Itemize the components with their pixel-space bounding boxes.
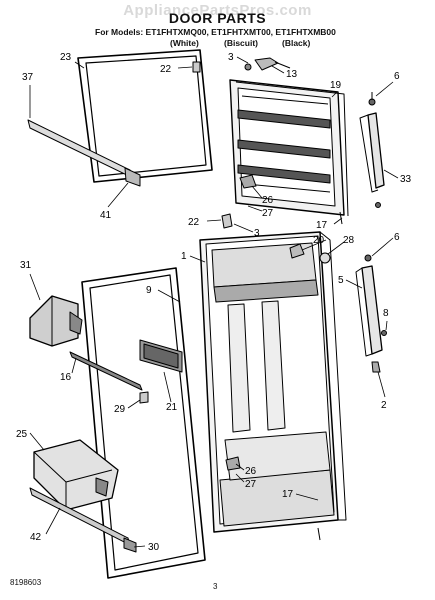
callout-28: 28 xyxy=(343,235,355,246)
callout-22-mid: 22 xyxy=(188,217,200,228)
callout-2: 2 xyxy=(381,400,387,411)
watermark: AppliancePartsPros.com xyxy=(123,2,312,19)
callout-9: 9 xyxy=(146,285,152,296)
color-white: (White) xyxy=(170,38,199,48)
callout-42: 42 xyxy=(30,532,42,543)
clip xyxy=(139,391,149,404)
callout-8: 8 xyxy=(383,308,389,319)
page-number: 3 xyxy=(213,582,218,591)
refrigerator-gasket xyxy=(81,267,206,579)
callout-5: 5 xyxy=(338,275,344,286)
door-bin xyxy=(33,439,119,511)
page-title: DOOR PARTS xyxy=(168,10,267,26)
callout-20: 20 xyxy=(313,235,325,246)
freezer-door xyxy=(229,79,349,217)
color-black: (Black) xyxy=(282,38,311,48)
freezer-gasket xyxy=(77,49,213,183)
models-line: For Models: ET1FHTXMQ00, ET1FHTXMT00, ET… xyxy=(95,27,336,37)
callout-26-bottom: 26 xyxy=(245,466,257,477)
callout-26-top: 26 xyxy=(262,195,274,206)
callout-17-top: 17 xyxy=(316,220,328,231)
callout-16: 16 xyxy=(60,372,72,383)
callout-33: 33 xyxy=(400,174,412,185)
callout-22-top: 22 xyxy=(160,64,172,75)
callout-27-bottom: 27 xyxy=(245,479,257,490)
door-bar xyxy=(69,351,143,391)
freezer-handle xyxy=(359,92,385,208)
leader-lines xyxy=(29,56,399,548)
lower-handle xyxy=(355,254,387,373)
freezer-shelf-bar xyxy=(27,119,141,187)
callout-25: 25 xyxy=(16,429,28,440)
callout-17-bottom: 17 xyxy=(282,489,294,500)
callout-41: 41 xyxy=(100,210,112,221)
callout-21: 21 xyxy=(166,402,178,413)
refrigerator-door xyxy=(199,231,347,533)
color-biscuit: (Biscuit) xyxy=(224,38,258,48)
callout-6-mid: 6 xyxy=(394,232,400,243)
callout-3-top: 3 xyxy=(228,52,234,63)
callout-6-top: 6 xyxy=(394,71,400,82)
shelf-trim xyxy=(139,339,183,373)
callout-1: 1 xyxy=(181,251,187,262)
footer-code: 8198603 xyxy=(10,578,42,587)
top-hinge-parts xyxy=(192,57,291,73)
callout-3-mid: 3 xyxy=(254,228,260,239)
callout-27-top: 27 xyxy=(262,208,274,219)
callout-37: 37 xyxy=(22,72,34,83)
callout-29: 29 xyxy=(114,404,126,415)
dairy-door xyxy=(29,295,83,347)
callout-labels: 37 23 22 3 13 19 6 41 26 27 33 22 3 17 2… xyxy=(16,52,412,553)
callout-23: 23 xyxy=(60,52,72,63)
callout-19: 19 xyxy=(330,80,342,91)
callout-13: 13 xyxy=(286,69,298,80)
bottom-bar xyxy=(29,487,137,553)
door-stop-parts xyxy=(221,174,343,541)
callout-31: 31 xyxy=(20,260,32,271)
callout-30: 30 xyxy=(148,542,160,553)
